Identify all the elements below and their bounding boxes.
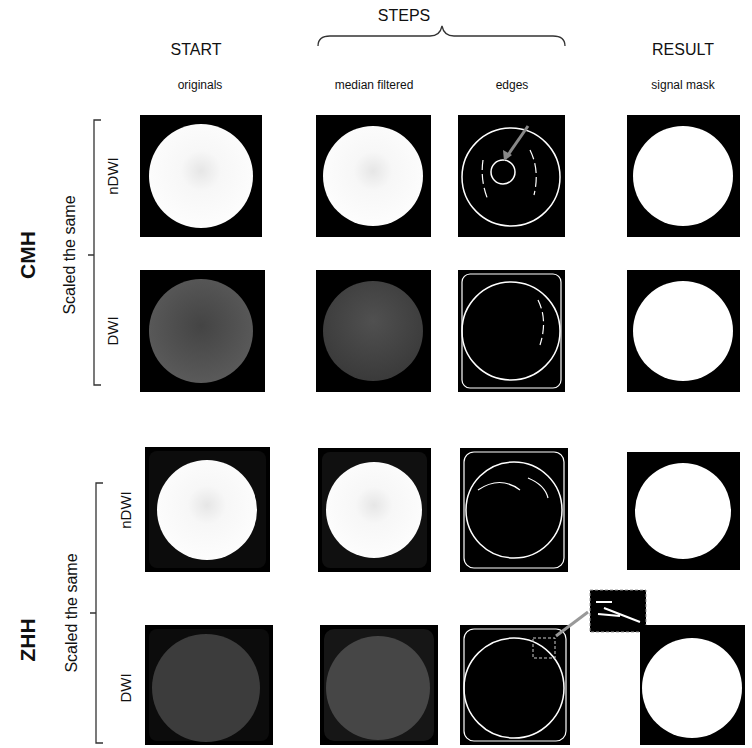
column-subheading: originals — [178, 79, 223, 92]
column-heading: STEPS — [378, 7, 430, 25]
row-label: DWI — [105, 316, 122, 345]
column-heading: START — [171, 41, 222, 59]
group-note: Scaled the same — [61, 195, 79, 314]
group-bracket — [88, 120, 101, 385]
group-bracket — [90, 483, 103, 743]
column-subheading: edges — [496, 79, 529, 92]
column-heading: RESULT — [652, 41, 714, 59]
column-subheading: signal mask — [651, 79, 714, 92]
row-label: nDWI — [105, 157, 122, 195]
group-note: Scaled the same — [63, 553, 81, 672]
row-label: DWI — [118, 673, 135, 702]
steps-brace — [318, 26, 565, 46]
image-row — [140, 115, 740, 237]
row-label: nDWI — [118, 491, 135, 529]
image-row — [140, 270, 740, 392]
group-label: ZHH — [16, 618, 39, 661]
image-row — [145, 447, 740, 572]
image-row — [145, 590, 745, 745]
column-subheading: median filtered — [335, 79, 414, 92]
group-label: CMH — [16, 231, 39, 279]
